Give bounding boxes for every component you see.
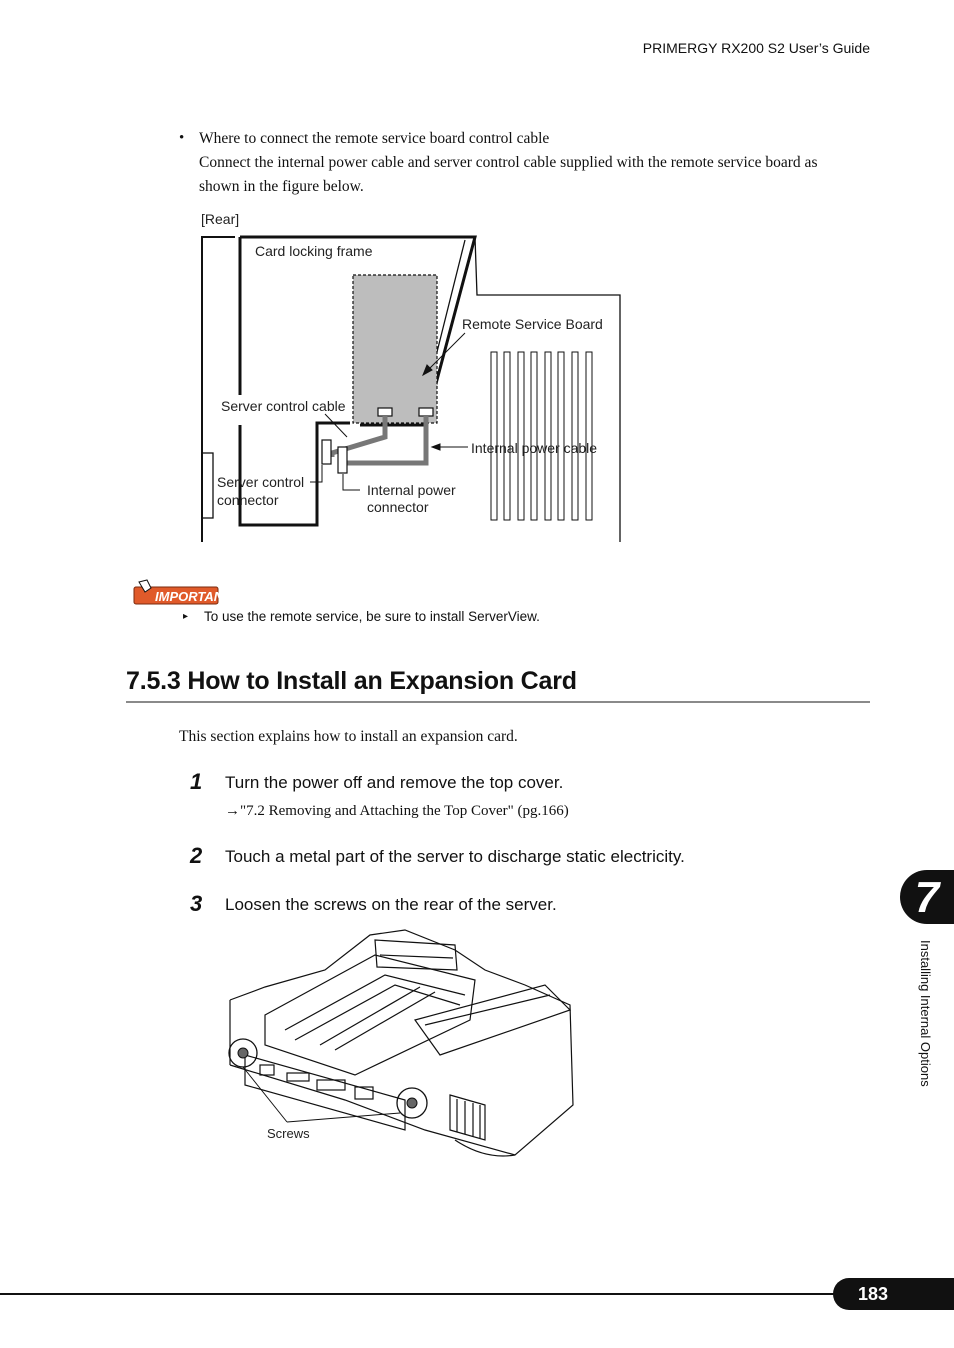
running-header: PRIMERGY RX200 S2 User’s Guide (642, 40, 870, 56)
important-note: To use the remote service, be sure to in… (204, 609, 540, 624)
section-intro: This section explains how to install an … (179, 728, 518, 745)
chapter-number: 7 (914, 873, 940, 922)
chassis-right-edge (474, 236, 621, 542)
step-1-text: Turn the power off and remove the top co… (225, 773, 564, 792)
locking-frame-bottom (238, 421, 350, 527)
screw-icon (237, 1047, 249, 1059)
label-server-control-connector-line2: connector (217, 492, 279, 508)
server-control-connector (321, 439, 332, 465)
chassis-left-edge (201, 236, 235, 542)
page-number-tab (833, 1278, 954, 1310)
server-control-cable (329, 416, 388, 457)
label-remote-service-board: Remote Service Board (462, 316, 603, 332)
cover-tray (414, 984, 572, 1056)
chassis-outline (229, 929, 574, 1156)
important-icon: IMPORTANT (133, 579, 219, 605)
internal-power-connector (337, 446, 348, 474)
bullet-body-line-2: shown in the figure below. (199, 178, 364, 195)
handle (454, 1139, 516, 1157)
important-note-marker: ▸ (183, 611, 189, 622)
bullet-heading: Where to connect the remote service boar… (199, 130, 550, 147)
important-label: IMPORTANT (155, 589, 219, 604)
bullet-body-line-1: Connect the internal power cable and ser… (199, 154, 818, 171)
step-2-text: Touch a metal part of the server to disc… (225, 847, 685, 866)
label-internal-power-connector-line2: connector (367, 499, 429, 515)
chapter-label: Installing Internal Options (918, 940, 933, 1087)
screw-icon (406, 1097, 418, 1109)
step-3-text: Loosen the screws on the rear of the ser… (225, 895, 557, 914)
psu-grille (449, 1094, 486, 1141)
label-internal-power-cable: Internal power cable (471, 440, 597, 456)
page-number: 183 (857, 1284, 889, 1304)
expansion-card (264, 954, 476, 1076)
locking-frame-top (240, 235, 477, 427)
step-1-reference-link[interactable]: →"7.2 Removing and Attaching the Top Cov… (225, 803, 569, 819)
server-rear-screws-illustration: Screws (228, 929, 574, 1157)
footer-rule (0, 1293, 840, 1295)
memory-slots (490, 351, 593, 521)
step-1-number: 1 (190, 769, 203, 794)
label-server-control-cable: Server control cable (221, 398, 346, 414)
remote-service-board (352, 274, 438, 424)
label-rear: [Rear] (201, 211, 239, 227)
screw-callout-right (396, 1087, 428, 1119)
rear-panel (244, 1054, 406, 1131)
section-title: 7.5.3 How to Install an Expansion Card (126, 667, 577, 695)
bullet-marker: • (179, 130, 185, 146)
chapter-tab (900, 870, 954, 924)
remote-service-board-diagram: [Rear] Card locking frame Remote Service… (201, 211, 621, 542)
label-server-control-connector-line1: Server control (217, 474, 304, 490)
section-divider (126, 701, 870, 703)
riser-card (374, 939, 458, 971)
rear-bracket (201, 452, 214, 519)
step-3-number: 3 (190, 891, 203, 916)
step-2-number: 2 (190, 843, 203, 868)
label-screws: Screws (267, 1126, 310, 1141)
label-internal-power-connector-line1: Internal power (367, 482, 456, 498)
label-card-locking-frame: Card locking frame (255, 243, 373, 259)
